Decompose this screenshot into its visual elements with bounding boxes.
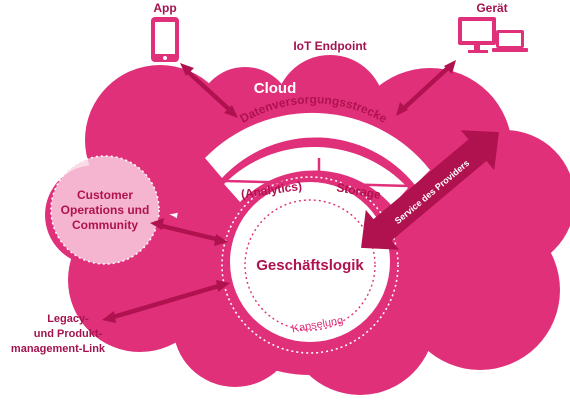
customer-arrow: [155, 222, 223, 243]
customer-ops-label-line-1: Customer: [77, 188, 133, 202]
customer-arrow-head-right: [214, 234, 228, 246]
customer-operations-circle: [50, 155, 160, 265]
cloud-label: Cloud: [254, 80, 297, 97]
legacy-arrow-head-left: [102, 311, 116, 323]
app-label: App: [153, 1, 176, 15]
device-label: Gerät: [476, 1, 507, 15]
device-arrow: [399, 63, 453, 113]
encapsulation-ring: [244, 199, 376, 331]
customer-ops-label-line-3: Community: [72, 218, 138, 232]
outer-dotted-ring: [221, 176, 399, 354]
computer-and-laptop-icon: [458, 17, 528, 53]
connector-arrows: [102, 60, 456, 323]
legacy-label-line-3: management-Link: [11, 343, 106, 355]
legacy-label-line-2: und Produkt-: [34, 328, 103, 340]
iot-endpoint-label: IoT Endpoint: [293, 39, 366, 53]
customer-ops-label-line-2: Operations und: [61, 203, 150, 217]
smartphone-icon: [151, 17, 179, 62]
app-arrow-head-top: [180, 63, 194, 76]
legacy-label-line-1: Legacy-: [47, 313, 89, 325]
provider-service-arrow: [361, 130, 499, 250]
customer-arrow-head-left: [150, 218, 164, 230]
device-arrow-head-bottom: [396, 102, 408, 116]
business-logic-core: [230, 182, 390, 342]
app-arrow: [183, 67, 235, 115]
legacy-arrow: [107, 282, 225, 321]
legacy-arrow-head-right: [216, 280, 230, 292]
business-logic-label: Geschäftslogik: [256, 257, 364, 274]
app-arrow-head-bottom: [224, 105, 238, 118]
device-arrow-head-top: [444, 60, 456, 74]
